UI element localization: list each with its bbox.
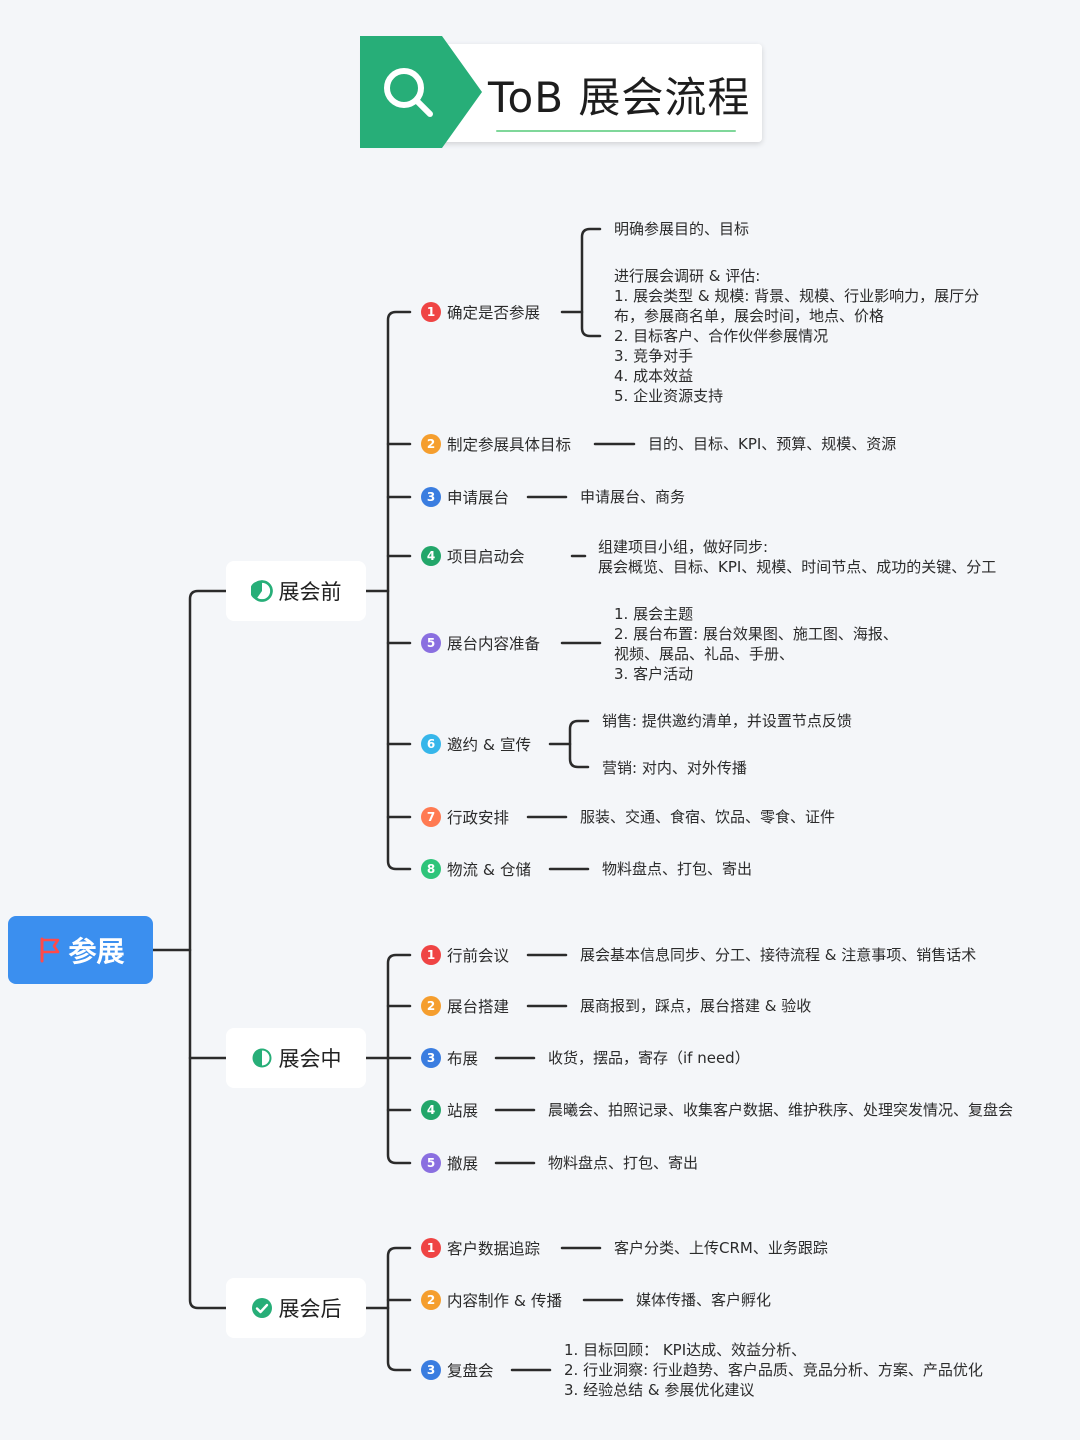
detail-text: 服装、交通、食宿、饮品、零食、证件 xyxy=(580,808,836,826)
step-number-badge: 6 xyxy=(421,734,441,754)
step-label: 内容制作 & 传播 xyxy=(447,1292,562,1310)
half-pie-icon xyxy=(250,580,273,602)
detail-text: 目的、目标、KPI、预算、规模、资源 xyxy=(648,435,897,453)
detail-text: 进行展会调研 & 评估: 1. 展会类型 & 规模: 背景、规模、行业影响力，展… xyxy=(614,267,980,405)
step-label: 展台内容准备 xyxy=(447,635,541,653)
step-number-badge: 8 xyxy=(421,859,441,879)
step-number-badge: 1 xyxy=(421,1238,441,1258)
step-label: 撤展 xyxy=(447,1155,479,1173)
step-before-1: 1 确定是否参展 xyxy=(421,301,540,323)
title-underline xyxy=(496,130,736,132)
step-number-badge: 7 xyxy=(421,807,441,827)
detail-text: 营销: 对内、对外传播 xyxy=(602,759,747,777)
step-number-badge: 2 xyxy=(421,996,441,1016)
step-before-6: 6 邀约 & 宣传 xyxy=(421,733,531,755)
step-number-badge: 5 xyxy=(421,633,441,653)
title-banner-panel xyxy=(440,44,762,142)
step-number-badge: 3 xyxy=(421,1048,441,1068)
step-after-1: 1 客户数据追踪 xyxy=(421,1237,540,1259)
phase-trunk xyxy=(188,589,228,1310)
phase-after: 展会后 xyxy=(226,1278,366,1338)
step-before-3: 3 申请展台 xyxy=(421,486,509,508)
phase-label: 展会后 xyxy=(278,1297,342,1321)
detail-text: 展会基本信息同步、分工、接待流程 & 注意事项、销售话术 xyxy=(580,946,977,964)
step-after-3: 3 复盘会 xyxy=(421,1359,494,1381)
step-number-badge: 1 xyxy=(421,945,441,965)
flag-icon xyxy=(40,937,60,963)
step-before-4: 4 项目启动会 xyxy=(421,545,525,567)
step-label: 制定参展具体目标 xyxy=(447,436,572,454)
step-number-badge: 1 xyxy=(421,302,441,322)
pre-trunk xyxy=(386,310,412,871)
step-label: 行政安排 xyxy=(447,809,510,827)
step-label: 行前会议 xyxy=(447,947,510,965)
phase-label: 展会中 xyxy=(278,1047,342,1071)
step-during-4: 4 站展 xyxy=(421,1099,478,1121)
step-after-2: 2 内容制作 & 传播 xyxy=(421,1289,562,1311)
detail-text: 1. 展会主题 2. 展台布置: 展台效果图、施工图、海报、 视频、展品、礼品、… xyxy=(614,605,898,683)
detail-text: 组建项目小组，做好同步: 展会概览、目标、KPI、规模、时间节点、成功的关键、分… xyxy=(598,538,997,576)
step-label: 布展 xyxy=(447,1050,479,1068)
detail-text: 收货，摆品，寄存（if need） xyxy=(548,1049,750,1067)
step-label: 客户数据追踪 xyxy=(447,1240,541,1258)
detail-text: 晨曦会、拍照记录、收集客户数据、维护秩序、处理突发情况、复盘会 xyxy=(548,1101,1014,1119)
step-before-5: 5 展台内容准备 xyxy=(421,632,540,654)
step-label: 站展 xyxy=(447,1102,479,1120)
step-label: 复盘会 xyxy=(447,1362,494,1380)
step-label: 邀约 & 宣传 xyxy=(447,736,531,754)
detail-text: 销售: 提供邀约清单，并设置节点反馈 xyxy=(602,712,852,730)
detail-text: 展商报到，踩点，展台搭建 & 验收 xyxy=(580,997,812,1015)
detail-text: 1. 目标回顾： KPI达成、效益分析、 2. 行业洞察: 行业趋势、客户品质、… xyxy=(564,1341,983,1399)
step-number-badge: 3 xyxy=(421,1360,441,1380)
phase-during: 展会中 xyxy=(226,1028,366,1088)
step-during-2: 2 展台搭建 xyxy=(421,995,509,1017)
half-pie-icon xyxy=(252,1048,271,1068)
detail-text: 物料盘点、打包、寄出 xyxy=(548,1154,699,1172)
step-label: 物流 & 仓储 xyxy=(447,861,531,879)
step-number-badge: 5 xyxy=(421,1153,441,1173)
step-during-3: 3 布展 xyxy=(421,1047,478,1069)
detail-text: 申请展台、商务 xyxy=(580,488,686,506)
step-number-badge: 2 xyxy=(421,434,441,454)
step-number-badge: 2 xyxy=(421,1290,441,1310)
step-label: 展台搭建 xyxy=(447,998,510,1016)
page-title: ToB 展会流程 xyxy=(488,73,751,122)
step-label: 确定是否参展 xyxy=(447,304,541,322)
root-label: 参展 xyxy=(68,935,125,968)
title-arrow-tab xyxy=(360,36,482,148)
detail-text: 客户分类、上传CRM、业务跟踪 xyxy=(614,1239,828,1257)
step-before-8: 8 物流 & 仓储 xyxy=(421,858,531,880)
step-number-badge: 4 xyxy=(421,1100,441,1120)
phase-before: 展会前 xyxy=(226,561,366,621)
step-label: 项目启动会 xyxy=(447,548,525,566)
detail-text: 物料盘点、打包、寄出 xyxy=(602,860,753,878)
root-node: 参展 xyxy=(8,916,153,984)
step-before-2: 2 制定参展具体目标 xyxy=(421,433,571,455)
step-number-badge: 3 xyxy=(421,487,441,507)
detail-text: 媒体传播、客户孵化 xyxy=(636,1291,772,1309)
phase-label: 展会前 xyxy=(278,580,342,604)
search-icon xyxy=(384,68,433,117)
step-during-1: 1 行前会议 xyxy=(421,944,509,966)
step-during-5: 5 撤展 xyxy=(421,1152,478,1174)
step-before-7: 7 行政安排 xyxy=(421,806,509,828)
step-label: 申请展台 xyxy=(447,489,510,507)
check-circle-icon xyxy=(251,1298,272,1318)
step-number-badge: 4 xyxy=(421,546,441,566)
detail-text: 明确参展目的、目标 xyxy=(614,220,750,238)
